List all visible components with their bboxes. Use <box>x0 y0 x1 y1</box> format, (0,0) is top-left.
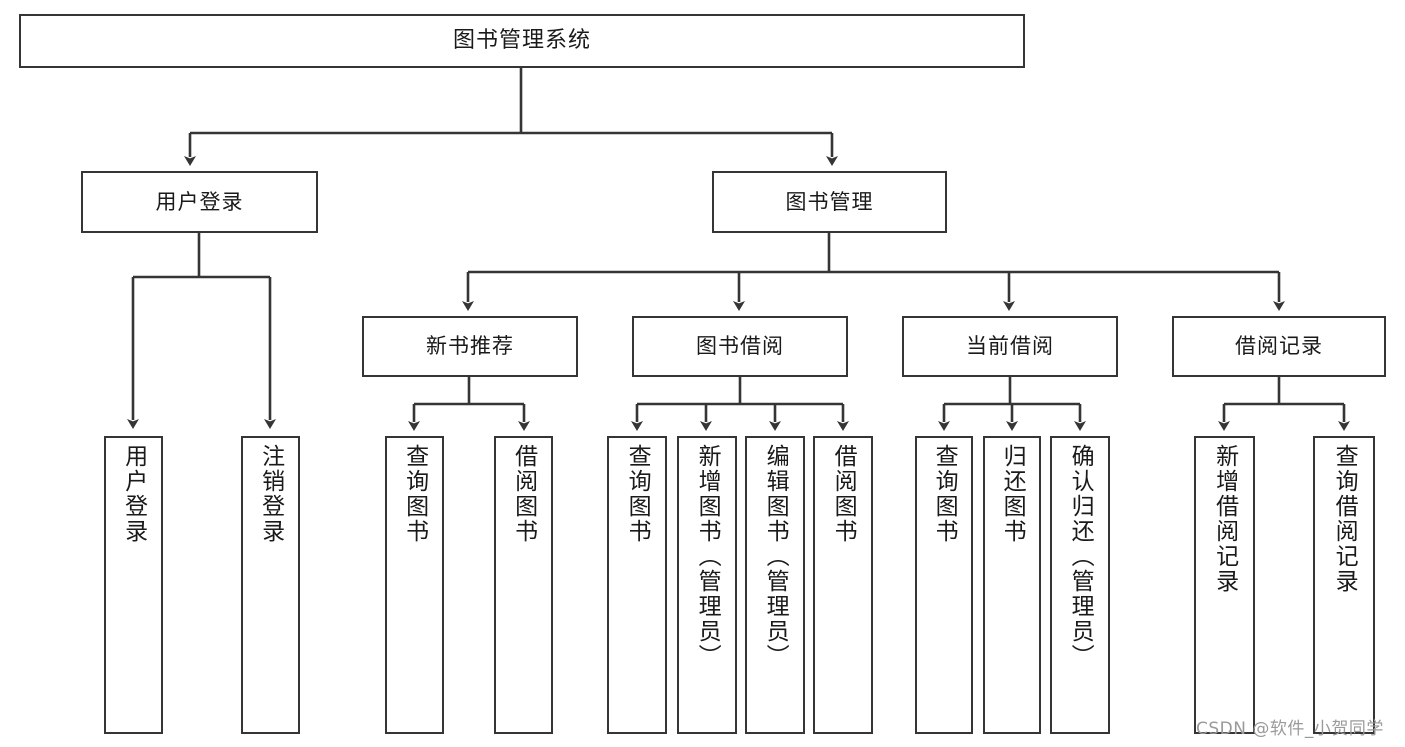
leaf-query-books-new-label: 查询图书 <box>401 444 428 544</box>
leaf-query-books-borrow-label: 查询图书 <box>624 444 651 544</box>
leaf-user-login[interactable]: 用户登录 <box>104 436 163 734</box>
leaf-query-borrow-record-label: 查询借阅记录 <box>1331 444 1358 594</box>
leaf-add-borrow-record[interactable]: 新增借阅记录 <box>1194 436 1255 734</box>
leaf-return-books[interactable]: 归还图书 <box>983 436 1041 734</box>
leaf-edit-book-admin-label: 编辑图书（管理员） <box>762 444 789 669</box>
node-new-book-recommend[interactable]: 新书推荐 <box>362 316 578 377</box>
leaf-query-borrow-record[interactable]: 查询借阅记录 <box>1313 436 1375 734</box>
leaf-return-books-label: 归还图书 <box>999 444 1026 544</box>
leaf-borrow-books-label: 借阅图书 <box>830 444 857 544</box>
leaf-borrow-books[interactable]: 借阅图书 <box>813 436 873 734</box>
leaf-add-borrow-record-label: 新增借阅记录 <box>1211 444 1238 594</box>
node-root-label: 图书管理系统 <box>452 28 591 54</box>
leaf-add-book-admin-label: 新增图书（管理员） <box>694 444 721 669</box>
node-root[interactable]: 图书管理系统 <box>19 14 1025 68</box>
leaf-logout-label: 注销登录 <box>257 444 284 544</box>
leaf-confirm-return-admin[interactable]: 确认归还（管理员） <box>1050 436 1110 734</box>
leaf-query-books-current-label: 查询图书 <box>931 444 958 544</box>
leaf-confirm-return-admin-label: 确认归还（管理员） <box>1067 444 1094 669</box>
leaf-edit-book-admin[interactable]: 编辑图书（管理员） <box>745 436 805 734</box>
node-borrow-records-label: 借阅记录 <box>1235 334 1323 359</box>
node-book-management-label: 图书管理 <box>785 189 874 214</box>
node-book-borrow-label: 图书借阅 <box>696 334 784 359</box>
leaf-borrow-books-new-label: 借阅图书 <box>510 444 537 544</box>
node-current-borrow[interactable]: 当前借阅 <box>902 316 1118 377</box>
node-borrow-records[interactable]: 借阅记录 <box>1172 316 1386 377</box>
leaf-user-login-label: 用户登录 <box>120 444 147 544</box>
watermark-text: CSDN @软件_小贺同学 <box>1196 719 1384 739</box>
leaf-query-books-borrow[interactable]: 查询图书 <box>607 436 667 734</box>
leaf-add-book-admin[interactable]: 新增图书（管理员） <box>677 436 737 734</box>
node-current-borrow-label: 当前借阅 <box>966 334 1054 359</box>
leaf-query-books-current[interactable]: 查询图书 <box>915 436 973 734</box>
leaf-logout[interactable]: 注销登录 <box>241 436 300 734</box>
node-book-management[interactable]: 图书管理 <box>712 171 947 233</box>
node-user-login-label: 用户登录 <box>155 189 244 214</box>
leaf-borrow-books-new[interactable]: 借阅图书 <box>494 436 553 734</box>
node-user-login[interactable]: 用户登录 <box>81 171 318 233</box>
node-new-book-recommend-label: 新书推荐 <box>426 334 514 359</box>
leaf-query-books-new[interactable]: 查询图书 <box>385 436 444 734</box>
node-book-borrow[interactable]: 图书借阅 <box>632 316 848 377</box>
